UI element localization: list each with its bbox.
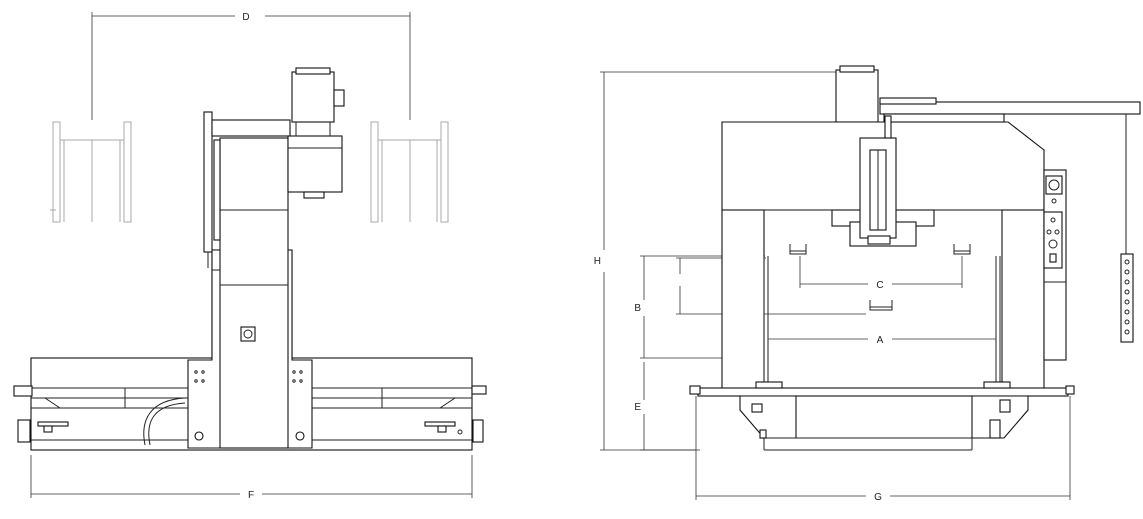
front-crown — [721, 97, 1141, 254]
label-d: D — [242, 12, 249, 23]
pendant-control — [1120, 253, 1134, 343]
side-view: D — [13, 12, 487, 501]
front-ram — [831, 115, 935, 247]
dimension-a: A — [768, 335, 996, 346]
label-h: H — [594, 256, 601, 267]
side-motor — [287, 67, 345, 199]
label-b: B — [634, 303, 641, 314]
front-base — [689, 381, 1075, 451]
front-cylinder — [835, 65, 879, 123]
front-tooling — [789, 244, 971, 311]
ghost-spool-right — [370, 121, 449, 223]
side-column — [187, 111, 313, 449]
label-g: G — [874, 492, 882, 503]
front-columns — [721, 169, 1067, 391]
dimension-c: C — [799, 256, 963, 291]
dimension-f: F — [30, 455, 473, 501]
front-view: H B E — [594, 65, 1141, 503]
label-e: E — [634, 402, 641, 413]
dimension-h: H — [594, 71, 836, 451]
ghost-spool-left — [50, 121, 132, 223]
dimension-d: D — [91, 12, 411, 120]
label-f: F — [248, 490, 254, 501]
label-c: C — [876, 280, 883, 291]
label-a: A — [877, 335, 884, 346]
dimension-g: G — [695, 396, 1071, 503]
